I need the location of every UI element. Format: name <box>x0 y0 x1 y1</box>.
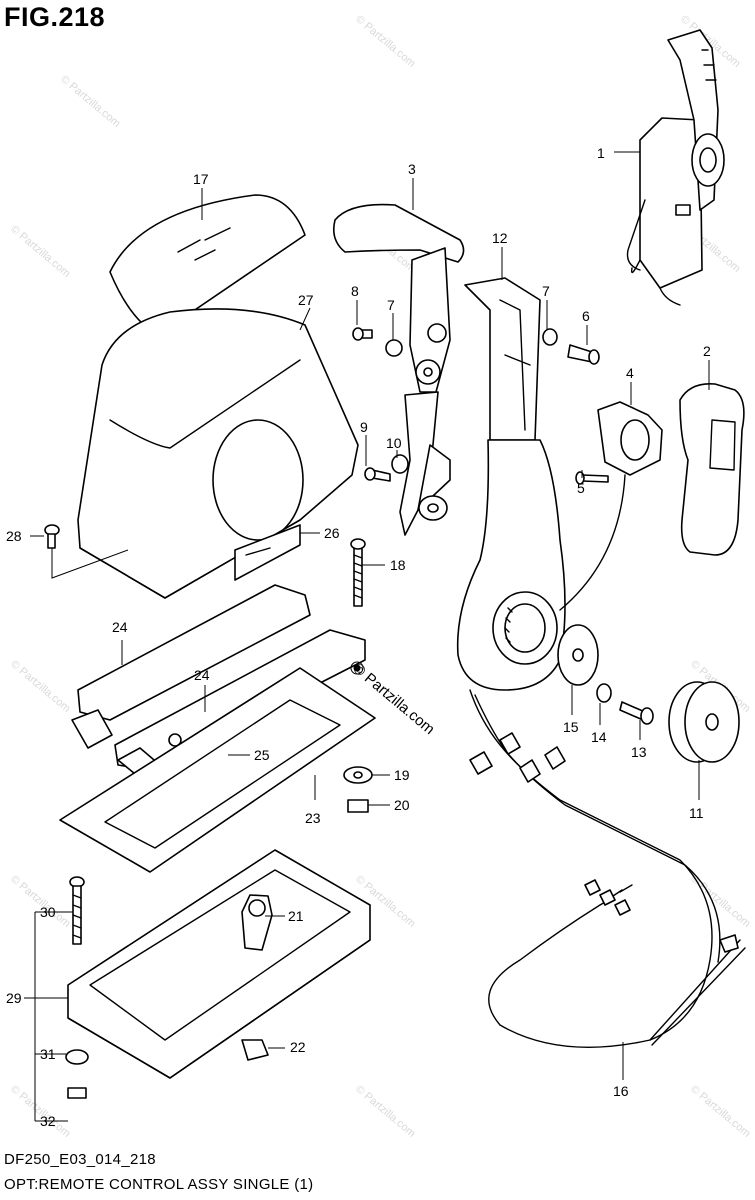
part-clip <box>241 894 273 951</box>
part-housing <box>77 308 359 599</box>
callout-2: 2 <box>703 343 711 359</box>
watermark-text: © Partzilla.com <box>353 1083 417 1140</box>
part-knob <box>668 681 740 763</box>
callout-numbers: 1 2 3 4 5 6 7 7 8 9 10 11 12 13 14 15 16… <box>6 145 711 1129</box>
figure-title: FIG.218 <box>4 2 106 32</box>
callout-12: 12 <box>492 230 508 246</box>
callout-22: 22 <box>290 1039 306 1055</box>
callout-31: 31 <box>40 1046 56 1062</box>
part-base <box>67 849 371 1079</box>
callout-30: 30 <box>40 904 56 920</box>
leader-lines <box>24 151 710 1122</box>
callout-15: 15 <box>563 719 579 735</box>
part-bolt-set <box>65 876 89 1099</box>
figure-description: OPT:REMOTE CONTROL ASSY SINGLE (1) <box>4 1176 314 1193</box>
watermark-text: © Partzilla.com <box>58 73 122 130</box>
callout-1: 1 <box>597 145 605 161</box>
part-grip-cover <box>679 383 745 556</box>
callout-6: 6 <box>582 308 590 324</box>
part-bolts <box>352 327 654 725</box>
figure-code: DF250_E03_014_218 <box>4 1151 156 1168</box>
callout-28: 28 <box>6 528 22 544</box>
watermark-text: © Partzilla.com <box>8 1083 72 1140</box>
callout-26: 26 <box>324 525 340 541</box>
part-long-bolt <box>350 538 366 607</box>
callout-5: 5 <box>577 480 585 496</box>
part-control-arm <box>456 277 566 691</box>
watermark-text: © Partzilla.com <box>8 223 72 280</box>
part-top-cover <box>109 194 306 336</box>
callout-23: 23 <box>305 810 321 826</box>
callout-29: 29 <box>6 990 22 1006</box>
watermark-text: © Partzilla.com <box>8 658 72 715</box>
callout-32: 32 <box>40 1113 56 1129</box>
part-harness <box>469 689 746 1048</box>
part-small-clip <box>241 1039 269 1061</box>
callout-20: 20 <box>394 797 410 813</box>
callout-3: 3 <box>408 161 416 177</box>
callout-27: 27 <box>298 292 314 308</box>
callout-10: 10 <box>386 435 402 451</box>
watermark-text: © Partzilla.com <box>8 873 72 930</box>
callout-18: 18 <box>390 557 406 573</box>
part-remote-control-box <box>626 29 725 306</box>
part-washer-nut <box>343 766 373 813</box>
callout-19: 19 <box>394 767 410 783</box>
part-switch <box>559 401 663 611</box>
callout-7a: 7 <box>387 297 395 313</box>
callout-17: 17 <box>193 171 209 187</box>
callout-11: 11 <box>689 805 704 821</box>
callout-21: 21 <box>288 908 304 924</box>
callout-24a: 24 <box>112 619 128 635</box>
callout-4: 4 <box>626 365 634 381</box>
callout-7b: 7 <box>542 283 550 299</box>
callout-13: 13 <box>631 744 647 760</box>
part-small-plate <box>234 524 301 581</box>
watermark-text: © Partzilla.com <box>688 1083 752 1140</box>
callout-16: 16 <box>613 1083 629 1099</box>
part-gasket <box>59 667 376 873</box>
part-brackets <box>71 584 366 779</box>
callout-14: 14 <box>591 729 607 745</box>
callout-8: 8 <box>351 283 359 299</box>
callout-24b: 24 <box>194 667 210 683</box>
part-shift-lever <box>332 203 465 536</box>
callout-9: 9 <box>360 419 368 435</box>
part-bolt-28 <box>44 524 60 549</box>
part-washers <box>385 328 612 703</box>
watermark-text: © Partzilla.com <box>353 13 417 70</box>
callout-25: 25 <box>254 747 270 763</box>
